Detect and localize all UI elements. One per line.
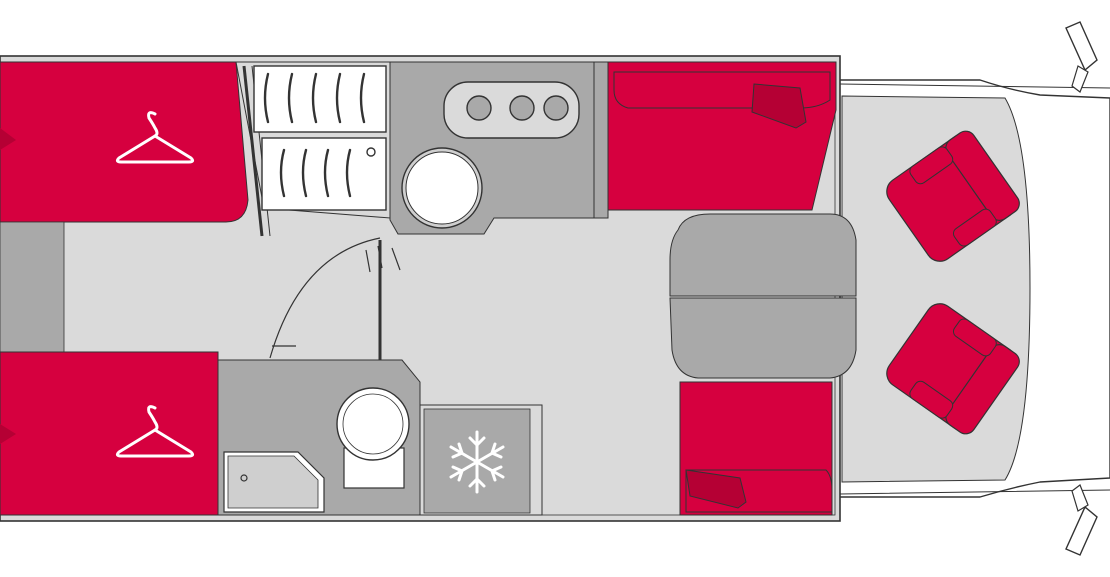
cushion-icon <box>751 83 807 129</box>
wardrobe <box>235 61 391 237</box>
bed-left-bottom <box>0 351 219 516</box>
seat-icon <box>886 303 1020 435</box>
burner-icon <box>543 95 569 121</box>
seat-icon <box>886 130 1020 262</box>
hanger-icon <box>115 405 195 458</box>
cushion-icon <box>685 469 747 509</box>
cushion-edge-icon <box>0 424 16 444</box>
mirror-bottom-icon <box>1065 484 1098 556</box>
windshield-line <box>839 83 1110 495</box>
bathroom <box>217 359 421 516</box>
cushion-edge-icon <box>0 128 16 150</box>
bed-left-top <box>0 61 249 223</box>
burner-icon <box>466 95 492 121</box>
fridge <box>419 404 543 516</box>
dining-table <box>669 213 857 379</box>
hanger-icon <box>115 111 195 164</box>
mirror-top-icon <box>1065 21 1098 93</box>
dinette-bench-top <box>607 61 837 211</box>
left-step <box>0 221 65 353</box>
kitchen <box>389 61 609 235</box>
shelf-icon <box>253 65 387 133</box>
snowflake-icon <box>449 430 505 494</box>
burner-icon <box>509 95 535 121</box>
dinette-bench-bottom <box>679 381 833 516</box>
